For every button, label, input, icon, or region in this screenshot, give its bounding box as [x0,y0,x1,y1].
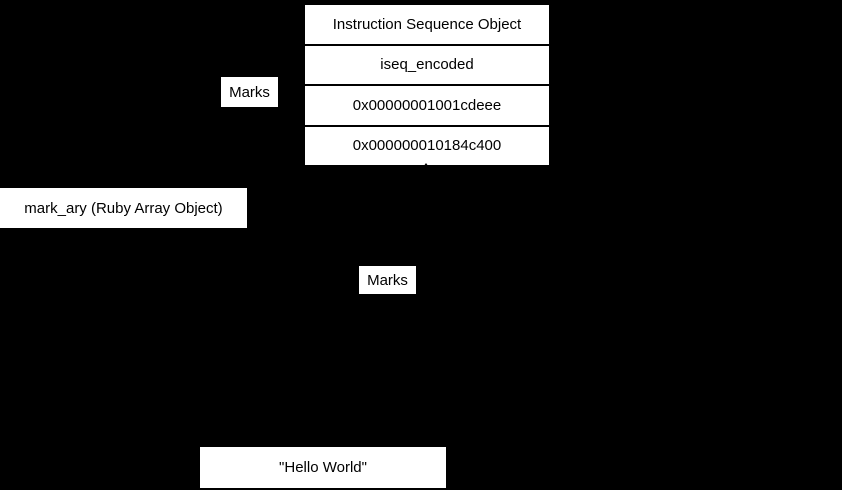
marks-label-middle: Marks [359,266,416,294]
iseq-box-title-row: Instruction Sequence Object [305,5,549,44]
iseq-encoded-row: iseq_encoded [305,45,549,84]
iseq-address-row-1: 0x00000001001cdeee [305,86,549,125]
mark-ary-box: mark_ary (Ruby Array Object) [0,188,247,228]
marks-label-left: Marks [221,77,278,107]
iseq-address-row-2: 0x000000010184c400 [305,126,549,165]
instruction-sequence-object-box: Instruction Sequence Object iseq_encoded… [303,3,551,167]
hello-world-box: "Hello World" [200,447,446,488]
arrowhead-up-icon [421,163,431,170]
